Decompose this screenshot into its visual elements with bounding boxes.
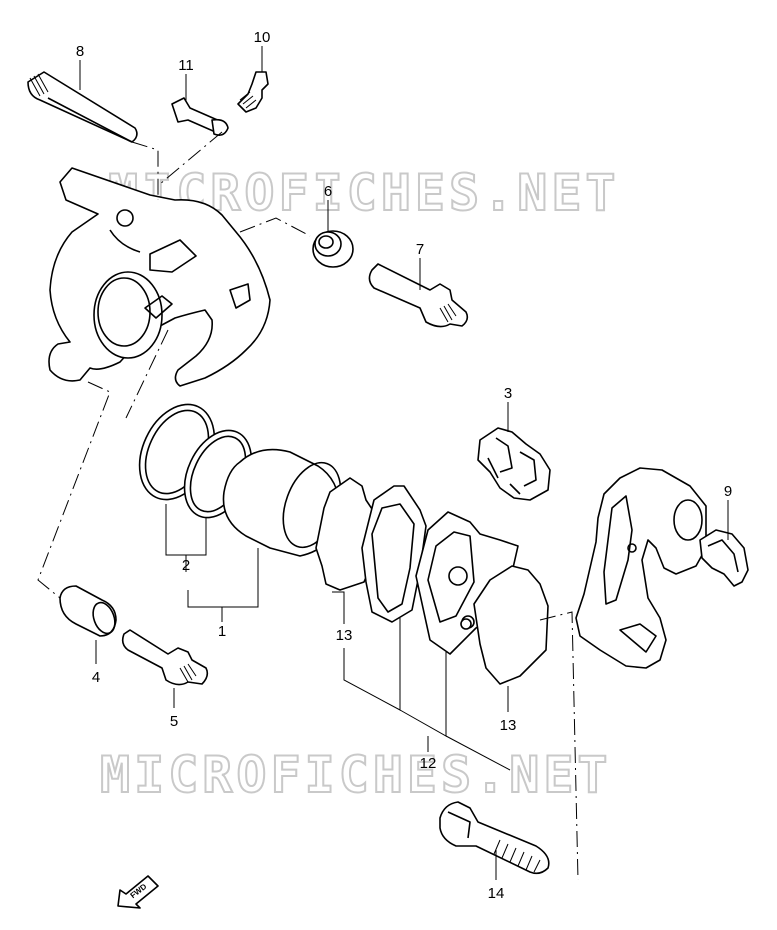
callout-14: 14 [488, 885, 505, 902]
callout-9: 9 [724, 483, 732, 500]
part-7-pin [368, 263, 469, 328]
part-14-bolt [439, 801, 550, 875]
caliper-body [48, 167, 271, 387]
callout-12: 12 [420, 755, 437, 772]
part-3-clip [477, 427, 551, 501]
callout-11: 11 [178, 57, 194, 74]
part-10-bleeder [237, 71, 269, 113]
callout-4: 4 [92, 669, 100, 686]
callout-6: 6 [324, 183, 332, 200]
part-6-boot [312, 230, 354, 268]
callout-3: 3 [504, 385, 512, 402]
callout-7: 7 [416, 241, 424, 258]
callout-2: 2 [182, 557, 190, 574]
part-9-spring [699, 529, 749, 587]
callout-10: 10 [254, 29, 271, 46]
callout-13a: 13 [336, 627, 353, 644]
callout-labels: 8 11 10 6 7 3 9 2 1 13 4 5 13 12 14 [76, 29, 732, 902]
callout-5: 5 [170, 713, 178, 730]
callout-1: 1 [218, 623, 226, 640]
caliper-bracket [575, 467, 707, 669]
watermark-bottom: MICROFICHES.NET [100, 746, 612, 804]
part-11-cap [171, 97, 229, 136]
callout-8: 8 [76, 43, 84, 60]
brake-pads [315, 477, 549, 685]
part-8-pin [27, 71, 138, 143]
alignment-lines [37, 131, 579, 881]
callout-13b: 13 [500, 717, 517, 734]
part-4-bushing [59, 585, 117, 637]
part-5-bolt [121, 629, 209, 686]
fwd-arrow-icon: FWD [117, 875, 159, 909]
leader-lines [79, 46, 729, 880]
part-1-piston [222, 448, 342, 557]
